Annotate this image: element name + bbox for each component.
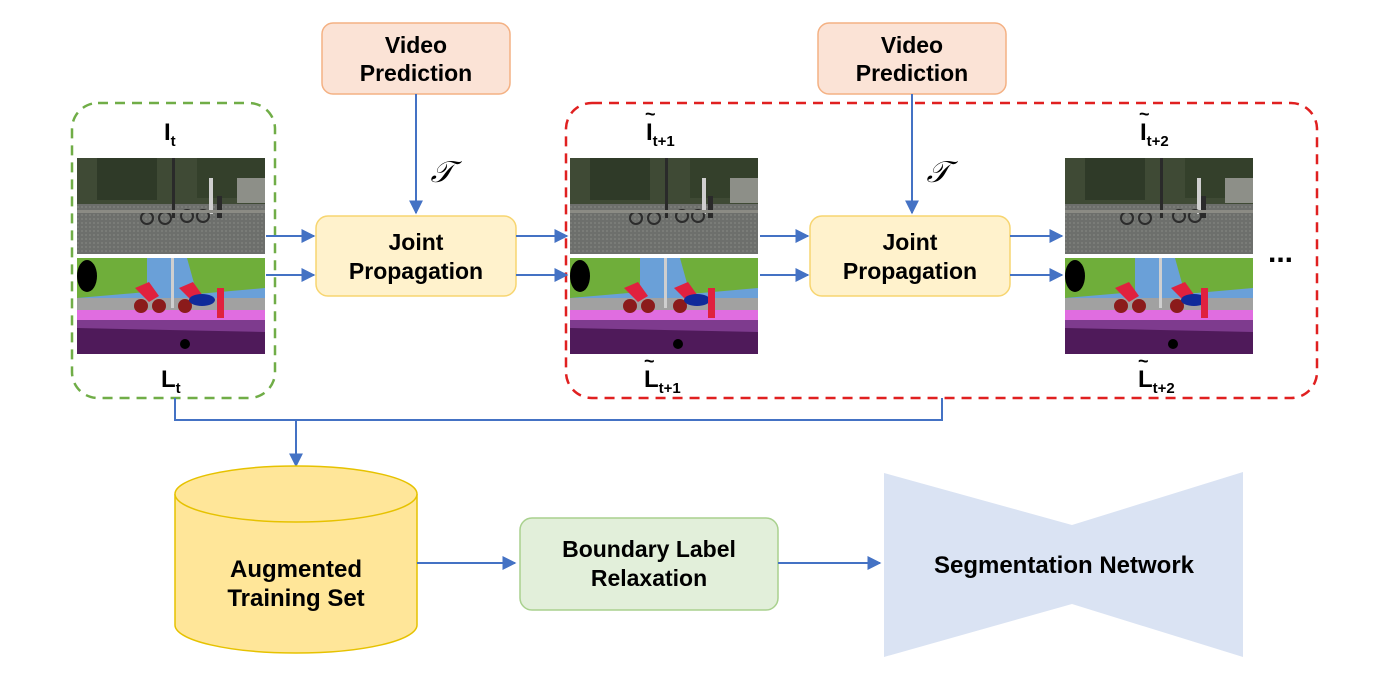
joint-propagation-label-2a: Joint [883, 229, 938, 255]
merge-connector [174, 398, 943, 421]
svg-text:Lt+2: Lt+2 [1138, 366, 1175, 397]
image-frame-t2 [1065, 158, 1253, 254]
svg-text:It+2: It+2 [1140, 119, 1169, 150]
augmented-training-set-cylinder: Augmented Training Set [174, 465, 418, 654]
joint-propagation-box-2: Joint Propagation [809, 215, 1011, 297]
svg-text:It: It [164, 119, 176, 150]
svg-text:Lt: Lt [161, 366, 181, 397]
boundary-label-relaxation-box: Boundary Label Relaxation [519, 517, 779, 611]
frame-label-image-t: It [164, 119, 176, 150]
joint-propagation-box-1: Joint Propagation [315, 215, 517, 297]
frame-label-label-t1: Lt+1 ~ [644, 351, 681, 397]
transform-symbol-1: 𝒯 [431, 155, 463, 190]
segmentation-network-label: Segmentation Network [934, 552, 1195, 579]
video-prediction-label-1a: Video [385, 32, 447, 58]
frame-label-label-t: Lt [161, 366, 181, 397]
label-map-t1 [570, 258, 758, 354]
svg-text:Lt+1: Lt+1 [644, 366, 681, 397]
image-frame-t1 [570, 158, 758, 254]
video-prediction-label-2b: Prediction [856, 60, 968, 86]
joint-propagation-label-2b: Propagation [843, 258, 977, 284]
svg-text:~: ~ [644, 351, 655, 371]
source-frame-group [70, 101, 277, 400]
svg-text:It+1: It+1 [646, 119, 675, 150]
joint-propagation-label-1b: Propagation [349, 258, 483, 284]
training-set-label-a: Augmented [230, 556, 362, 583]
frame-label-label-t2: Lt+2 ~ [1138, 351, 1175, 397]
video-prediction-box-2: Video Prediction [817, 22, 1007, 95]
label-map-t2 [1065, 258, 1253, 354]
relaxation-label-b: Relaxation [591, 565, 707, 591]
transform-symbol-2: 𝒯 [927, 155, 959, 190]
synthesized-frames-group [564, 101, 1319, 400]
training-set-label-b: Training Set [227, 585, 364, 612]
video-prediction-label-1b: Prediction [360, 60, 472, 86]
video-prediction-box-1: Video Prediction [321, 22, 511, 95]
segmentation-network: Segmentation Network [884, 472, 1243, 657]
frame-label-image-t1: It+1 ~ [645, 104, 675, 150]
svg-text:~: ~ [645, 104, 656, 124]
frame-label-image-t2: It+2 ~ [1139, 104, 1169, 150]
continuation-ellipsis: ... [1268, 236, 1293, 269]
joint-propagation-label-1a: Joint [389, 229, 444, 255]
relaxation-label-a: Boundary Label [562, 536, 736, 562]
label-map-t [77, 258, 265, 354]
image-frame-t [77, 158, 265, 254]
svg-text:~: ~ [1139, 104, 1150, 124]
svg-text:~: ~ [1138, 351, 1149, 371]
video-prediction-label-2a: Video [881, 32, 943, 58]
